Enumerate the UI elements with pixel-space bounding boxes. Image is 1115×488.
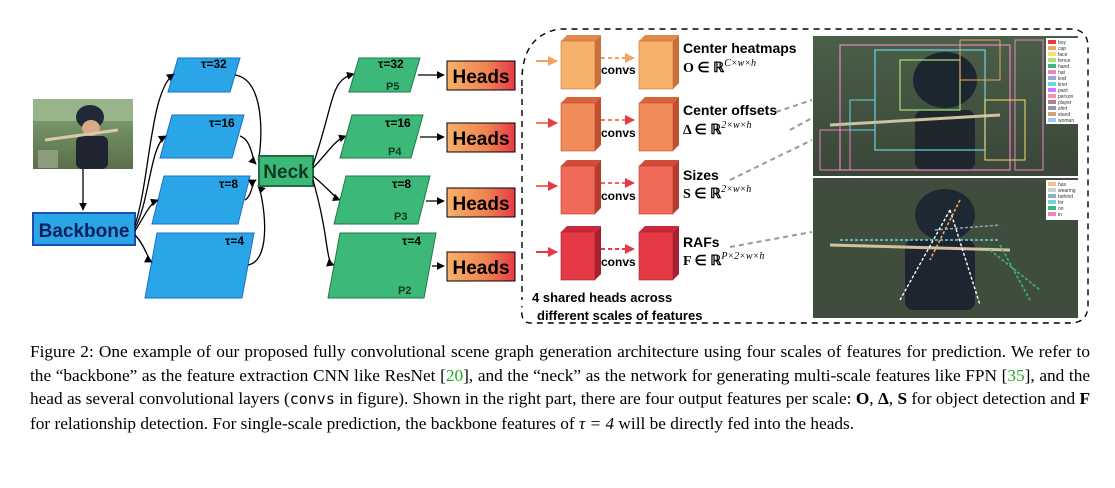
- backbone-box: [32, 212, 136, 246]
- relation-legend-entry: on: [1058, 206, 1064, 212]
- head-boxes: [446, 60, 516, 282]
- neck-scale-label: τ=4: [402, 234, 421, 248]
- neck-label: Neck: [263, 162, 309, 183]
- symbol-o: O: [855, 389, 870, 408]
- convs-label: convs: [601, 255, 636, 269]
- object-legend: boy cap face fence hand hat leaf liner p…: [1048, 40, 1074, 124]
- neck-box: [258, 155, 314, 187]
- output-formula: Δ ∈ ℝ2×w×h: [683, 120, 751, 138]
- figure-caption: Figure 2: One example of our proposed fu…: [30, 340, 1090, 435]
- object-detection-visualization: [813, 36, 1078, 176]
- object-legend-entry: person: [1058, 94, 1074, 100]
- convs-code: convs: [289, 390, 335, 408]
- convs-label: convs: [601, 189, 636, 203]
- neck-level-label: P2: [398, 285, 411, 297]
- object-legend-entry: hand: [1058, 64, 1069, 70]
- shared-heads-note: 4 shared heads across: [532, 290, 672, 305]
- neck-scale-label: τ=32: [378, 57, 404, 71]
- object-legend-entry: leaf: [1058, 76, 1067, 82]
- neck-features: [327, 57, 437, 299]
- output-formula: S ∈ ℝ2×w×h: [683, 184, 751, 202]
- object-legend-entry: stand: [1058, 112, 1070, 118]
- heads-detail-region: [520, 28, 1089, 324]
- backbone-features: [144, 57, 255, 299]
- caption-text: in figure). Shown in the right part, the…: [334, 389, 856, 408]
- object-legend-entry: player: [1058, 100, 1072, 106]
- backbone-scale-label: τ=16: [209, 116, 235, 130]
- architecture-figure: Backbone τ=32 τ=16 τ=8 τ=4 Neck: [32, 28, 1089, 324]
- neck-level-label: P5: [386, 81, 399, 93]
- caption-text: will be directly fed into the heads.: [614, 413, 855, 433]
- relation-legend-entry: wearing: [1058, 188, 1076, 194]
- relation-legend-entry: has: [1058, 182, 1067, 188]
- symbol-s: S: [897, 389, 908, 408]
- object-legend-entry: face: [1058, 52, 1068, 58]
- object-legend-entry: shirt: [1058, 106, 1068, 112]
- object-legend-entry: woman: [1058, 118, 1074, 124]
- neck-scale-label: τ=16: [385, 116, 411, 130]
- object-legend-entry: pant: [1058, 88, 1068, 94]
- relation-legend-entry: in: [1058, 212, 1062, 218]
- feature-to-head-arrows: [418, 71, 445, 270]
- output-name: Center heatmaps: [683, 40, 797, 56]
- tau-expression: τ = 4: [578, 413, 615, 433]
- neck-level-label: P4: [388, 146, 402, 158]
- heads-label: Heads: [452, 67, 509, 88]
- relation-legend-entry: behind: [1058, 194, 1073, 200]
- backbone-label: Backbone: [39, 221, 130, 242]
- output-to-visualization-connectors: [729, 99, 813, 248]
- neck-scale-label: τ=8: [392, 177, 411, 191]
- output-name: Sizes: [683, 167, 719, 183]
- object-legend-entry: liner: [1058, 82, 1068, 88]
- neck-level-label: P3: [394, 211, 407, 223]
- symbol-f: F: [1079, 389, 1091, 408]
- caption-text: ], and the “neck” as the network for gen…: [463, 365, 1008, 385]
- heads-label: Heads: [452, 194, 509, 215]
- backbone-scale-label: τ=32: [201, 57, 227, 71]
- output-name: Center offsets: [683, 102, 777, 118]
- head-feature-blocks: [560, 35, 679, 281]
- caption-label: Figure 2:: [30, 342, 94, 361]
- caption-text: ,: [869, 389, 878, 408]
- object-legend-entry: fence: [1058, 58, 1070, 64]
- caption-text: One example of our proposed fully convol…: [30, 342, 1090, 385]
- citation-link[interactable]: 20: [445, 365, 464, 385]
- relation-legend: has wearing behind for on in: [1048, 182, 1076, 218]
- object-legend-entry: boy: [1058, 40, 1067, 46]
- output-name: RAFs: [683, 234, 720, 250]
- heads-label: Heads: [452, 129, 509, 150]
- caption-text: for relationship detection. For single-s…: [30, 413, 579, 433]
- output-formula: O ∈ ℝC×w×h: [683, 58, 756, 76]
- backbone-to-feature-arrows: [134, 73, 175, 263]
- output-formula: F ∈ ℝP×2×w×h: [683, 251, 764, 269]
- citation-link[interactable]: 35: [1007, 365, 1025, 385]
- convs-arrows: [601, 53, 635, 254]
- backbone-scale-label: τ=4: [225, 234, 244, 248]
- relation-legend-entry: for: [1058, 200, 1064, 206]
- shared-heads-note: different scales of features: [537, 308, 702, 323]
- caption-text: ], and the head as several convolutional…: [30, 365, 1091, 409]
- heads-label: Heads: [452, 258, 509, 279]
- head-input-arrows: [536, 56, 558, 257]
- backbone-scale-label: τ=8: [219, 177, 238, 191]
- relationship-visualization: [813, 178, 1078, 318]
- object-legend-entry: hat: [1058, 70, 1066, 76]
- convs-label: convs: [601, 63, 636, 77]
- input-photo: [33, 99, 133, 169]
- symbol-delta: Δ: [877, 389, 889, 408]
- convs-label: convs: [601, 126, 636, 140]
- object-legend-entry: cap: [1058, 46, 1066, 52]
- caption-text: ,: [888, 389, 898, 408]
- neck-to-feature-arrows: [312, 71, 355, 267]
- caption-text: for object detection and: [907, 389, 1080, 408]
